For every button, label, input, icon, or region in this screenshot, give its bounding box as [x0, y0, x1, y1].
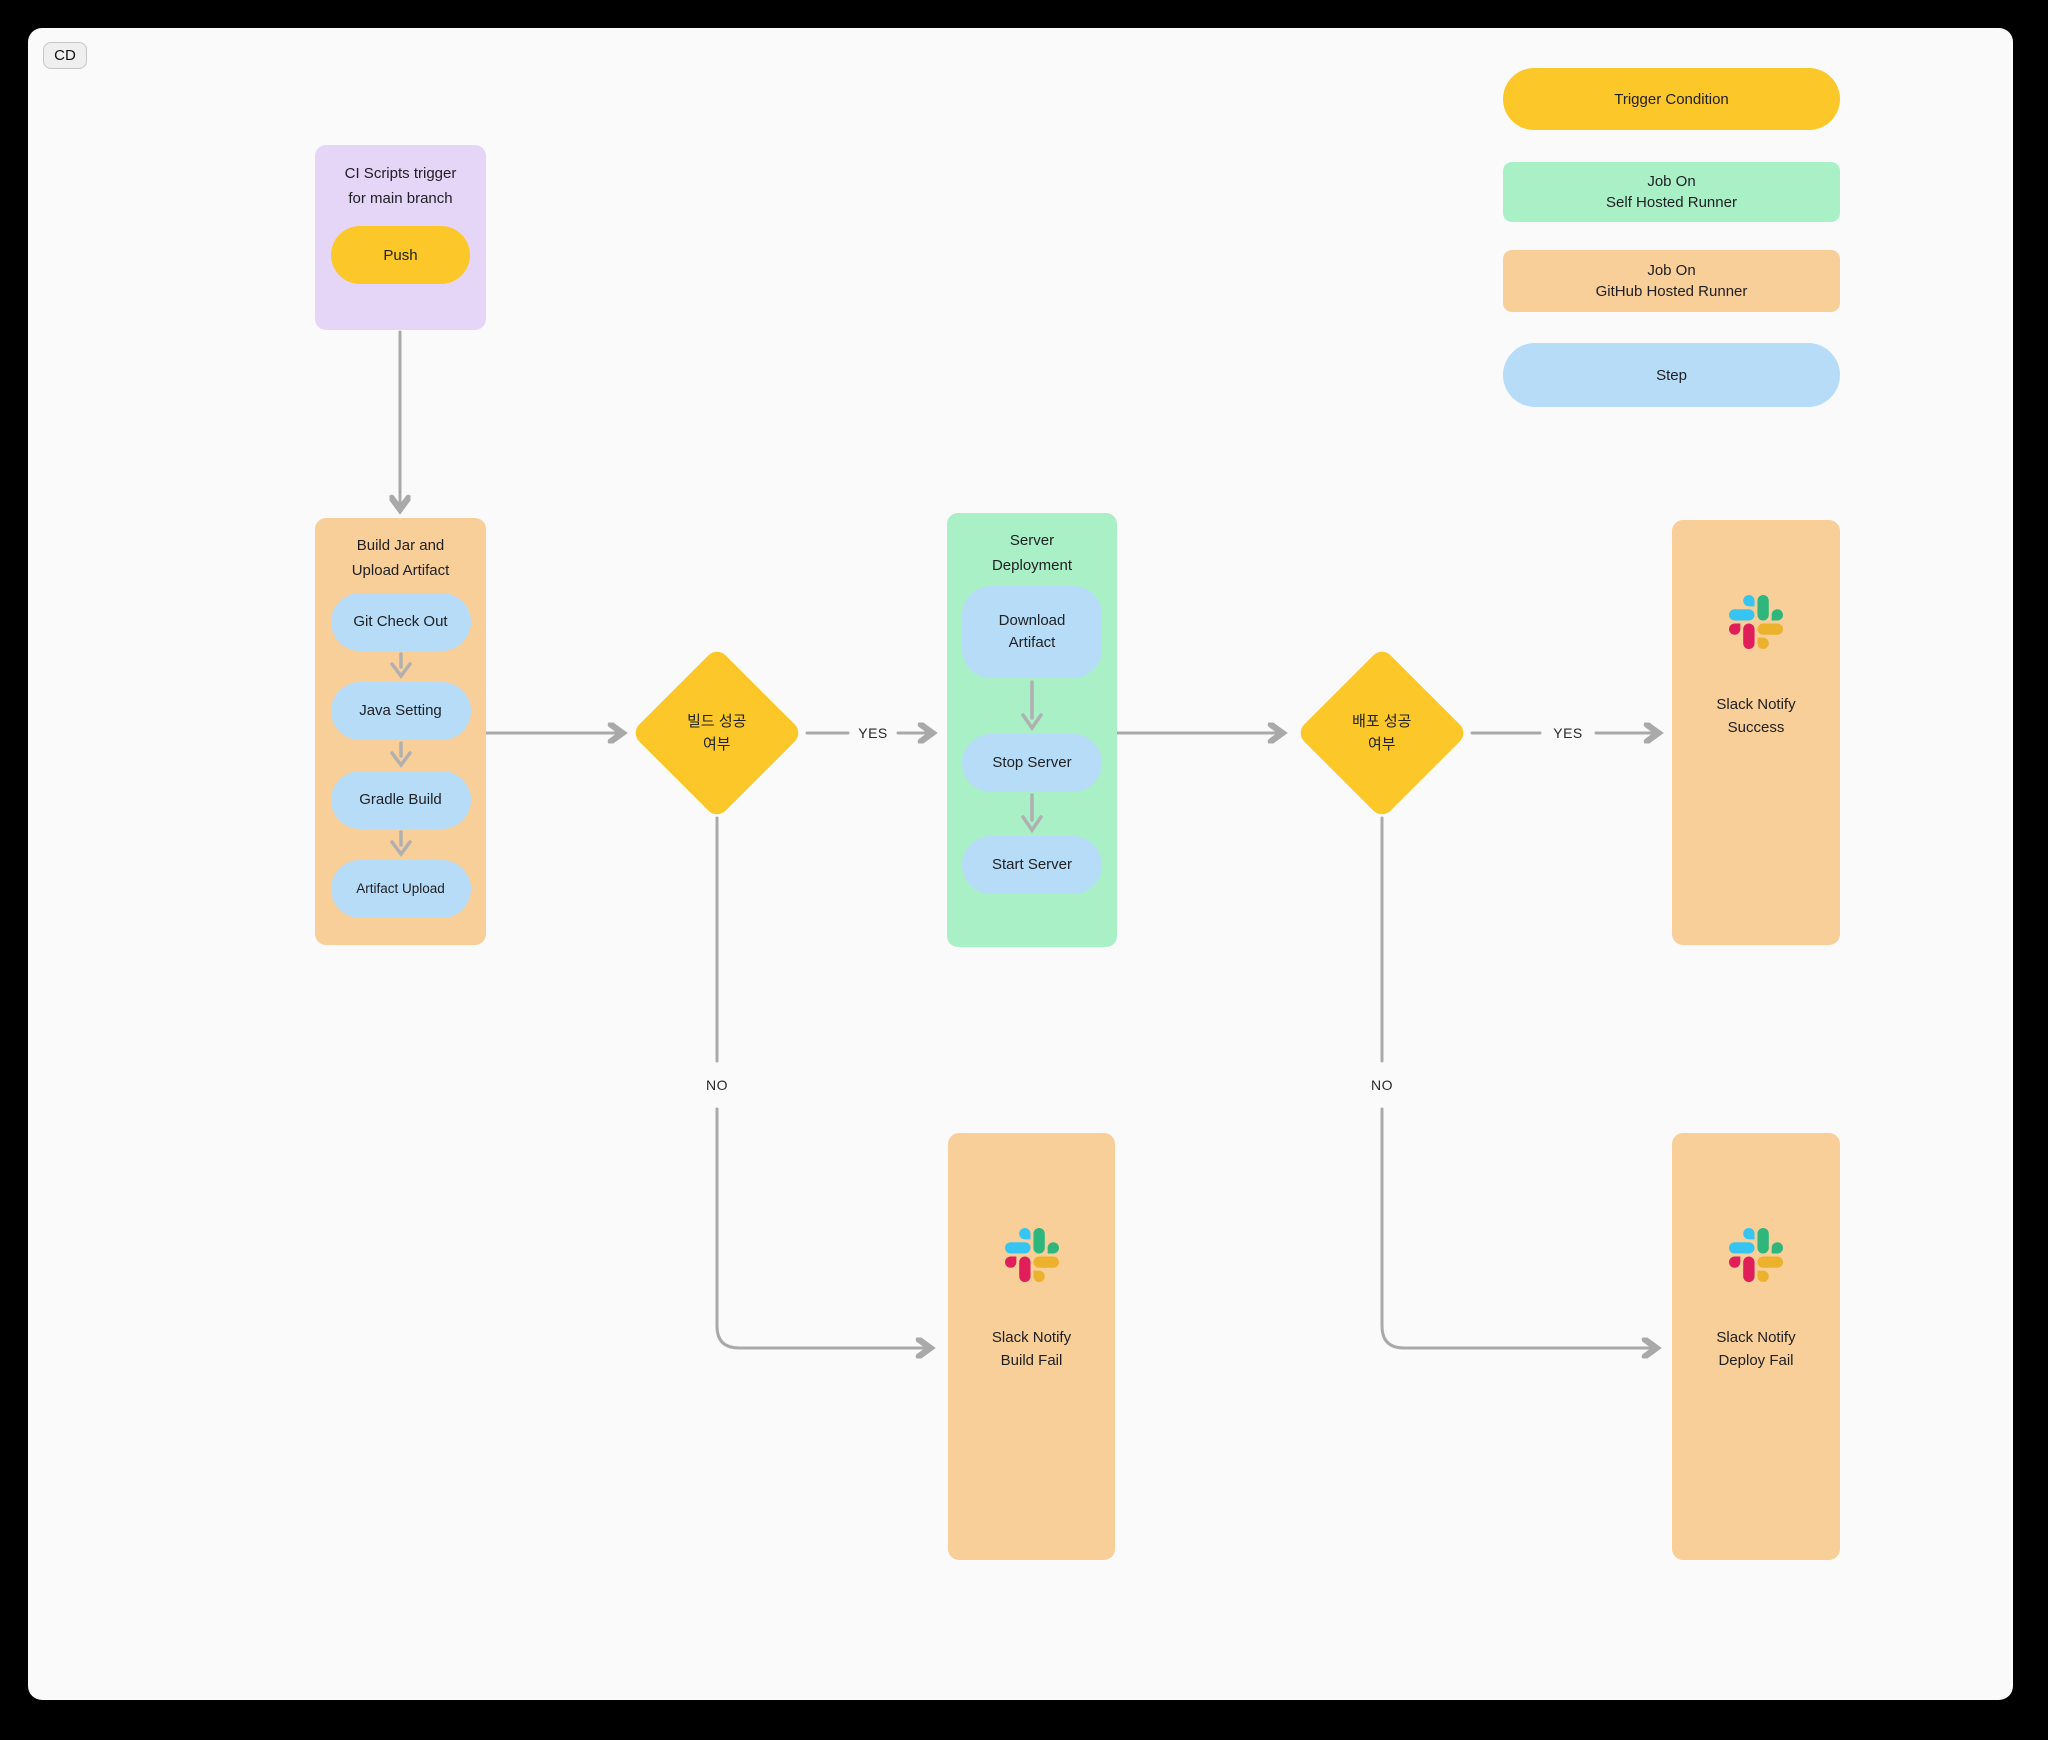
- slack-success-label: Slack Notify Success: [1716, 696, 1796, 736]
- connector-layer: [28, 330, 2013, 1700]
- node-ci-trigger[interactable]: CI Scripts trigger for main branch Push: [315, 145, 486, 330]
- deploy-job-title: Server Deployment: [991, 532, 1073, 574]
- slack-deploy-fail-label: Slack Notify Deploy Fail: [1716, 1329, 1796, 1369]
- edge-label-yes-build: YES: [854, 723, 892, 743]
- down-arrow-icon: [389, 830, 412, 857]
- push-event-pill[interactable]: Push: [331, 226, 470, 284]
- step-gradle-build[interactable]: Gradle Build: [330, 771, 471, 829]
- node-slack-notify-deploy-fail[interactable]: Slack Notify Deploy Fail: [1672, 1133, 1840, 1560]
- down-arrow-icon: [1021, 680, 1043, 732]
- step-git-check-out[interactable]: Git Check Out: [330, 593, 471, 651]
- build-job-title: Build Jar and Upload Artifact: [351, 537, 450, 579]
- decision-deploy-label: 배포 성공 여부: [1352, 713, 1412, 753]
- edge-label-no-deploy: NO: [1367, 1075, 1397, 1095]
- slack-icon: [1004, 1228, 1059, 1282]
- down-arrow-icon: [389, 741, 412, 768]
- edge-decision2-no-b: [1380, 1107, 1656, 1348]
- edge-label-yes-deploy: YES: [1549, 723, 1587, 743]
- step-artifact-upload[interactable]: Artifact Upload: [330, 860, 471, 918]
- edge-label-no-build: NO: [702, 1075, 732, 1095]
- step-java-setting[interactable]: Java Setting: [330, 682, 471, 740]
- diagram-canvas: CD Trigger Condition Job On Self Hosted …: [28, 28, 2013, 1700]
- node-slack-notify-success[interactable]: Slack Notify Success: [1672, 520, 1840, 945]
- node-build-job[interactable]: Build Jar and Upload Artifact Git Check …: [315, 518, 486, 945]
- down-arrow-icon: [1021, 793, 1043, 834]
- edge-decision1-no-b: [715, 1107, 930, 1348]
- node-server-deployment[interactable]: Server Deployment Download Artifact Stop…: [947, 513, 1117, 947]
- legend-step[interactable]: Step: [1503, 343, 1840, 407]
- step-download-artifact[interactable]: Download Artifact: [962, 586, 1102, 678]
- down-arrow-icon: [389, 652, 412, 679]
- trigger-title: CI Scripts trigger for main branch: [344, 165, 457, 207]
- node-slack-notify-build-fail[interactable]: Slack Notify Build Fail: [948, 1133, 1115, 1560]
- legend-job-github-hosted[interactable]: Job On GitHub Hosted Runner: [1503, 250, 1840, 312]
- step-stop-server[interactable]: Stop Server: [962, 734, 1102, 792]
- slack-icon: [1729, 595, 1783, 649]
- decision-build-label: 빌드 성공 여부: [687, 713, 747, 753]
- slack-build-fail-label: Slack Notify Build Fail: [991, 1329, 1072, 1369]
- slack-icon: [1729, 1228, 1783, 1282]
- step-start-server[interactable]: Start Server: [962, 836, 1102, 894]
- page-tab-cd[interactable]: CD: [43, 42, 87, 69]
- legend-trigger-condition[interactable]: Trigger Condition: [1503, 68, 1840, 130]
- legend-job-self-hosted[interactable]: Job On Self Hosted Runner: [1503, 162, 1840, 222]
